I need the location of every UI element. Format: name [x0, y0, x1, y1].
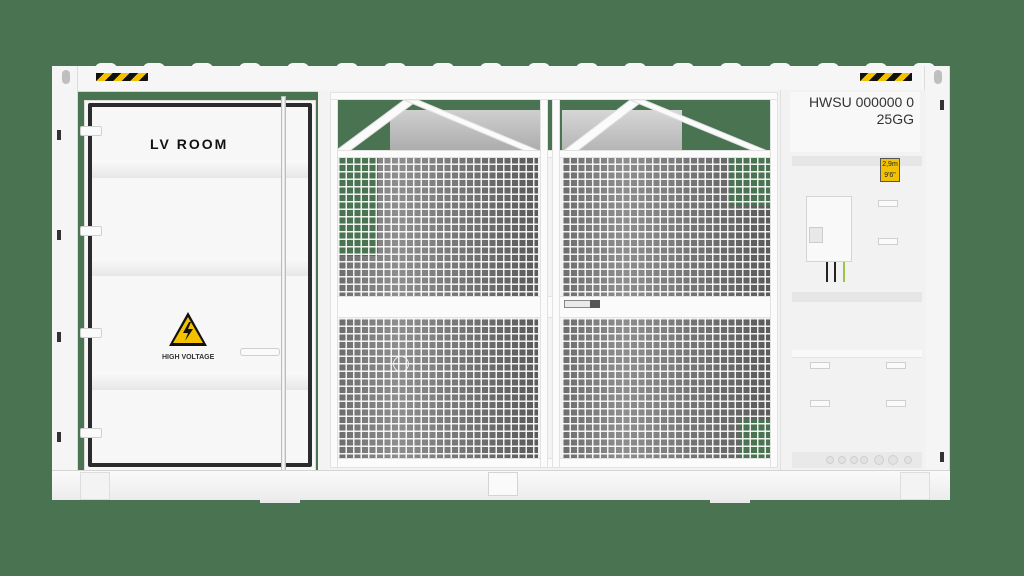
base-bracket [80, 472, 110, 500]
inspection-port [393, 356, 409, 372]
right-side-panel [780, 90, 926, 472]
post-slot [940, 100, 944, 110]
post-slot [57, 230, 61, 240]
gate-head-rail [330, 92, 778, 100]
control-box [806, 196, 852, 262]
post-slot [57, 432, 61, 442]
high-voltage-label: HIGH VOLTAGE [162, 354, 215, 361]
gate-left-stile [330, 92, 338, 468]
door-handle[interactable] [240, 348, 280, 356]
door-corrugation [92, 258, 308, 276]
cable-earth [843, 262, 845, 282]
cable-gland [888, 455, 898, 465]
mounting-bracket [878, 200, 898, 207]
mounting-bracket [886, 400, 906, 407]
cable-black [826, 262, 828, 282]
base-bracket [900, 472, 930, 500]
panel-corrugation [792, 156, 922, 166]
door-corrugation [92, 160, 308, 178]
post-slot [57, 130, 61, 140]
panel-corrugation [792, 350, 922, 358]
door-hinge [80, 226, 102, 236]
corner-post-left [52, 66, 78, 500]
base-foot [260, 500, 300, 503]
corner-casting-hole [934, 70, 942, 84]
hazard-stripe-right [860, 73, 912, 81]
door-hinge [80, 126, 102, 136]
height-badge-metric: 2,9m [882, 161, 898, 168]
gate-padlock-hasp[interactable] [590, 300, 600, 308]
cable-gland [874, 455, 884, 465]
height-warning-badge: 2,9m 9'6" [880, 158, 900, 182]
base-foot [710, 500, 750, 503]
door-locking-rod[interactable] [281, 96, 286, 472]
cable-gland [838, 456, 846, 464]
cable-gland [826, 456, 834, 464]
high-voltage-icon [167, 310, 209, 348]
gate-mesh [562, 318, 770, 458]
container-id-line1: HWSU 000000 0 [808, 94, 914, 110]
corner-casting-hole [62, 70, 70, 84]
cable-gland [904, 456, 912, 464]
mounting-bracket [886, 362, 906, 369]
door-corrugation [92, 372, 308, 390]
hazard-stripe-left [96, 73, 148, 81]
post-slot [940, 452, 944, 462]
panel-corrugation [792, 292, 922, 302]
gate-mesh [338, 318, 538, 458]
cable-gland [850, 456, 858, 464]
gate-mesh [338, 156, 538, 296]
mounting-bracket [810, 400, 830, 407]
control-box-display [809, 227, 823, 243]
mounting-bracket [878, 238, 898, 245]
door-hinge [80, 428, 102, 438]
id-plate-area [790, 92, 920, 152]
gate-center-stile [552, 92, 560, 468]
gate-mesh [562, 156, 770, 296]
container-top-rail [52, 66, 950, 92]
door-seal [88, 103, 312, 467]
cable-gland [860, 456, 868, 464]
corner-post-right [924, 66, 950, 500]
door-hinge [80, 328, 102, 338]
gate-center-stile [540, 92, 548, 468]
post-slot [57, 332, 61, 342]
gate-right-stile [770, 92, 778, 468]
lv-room-label: LV ROOM [150, 136, 229, 152]
mounting-bracket [810, 362, 830, 369]
container-id-line2: 25GG [876, 111, 914, 127]
forklift-pocket-plate [488, 472, 518, 496]
height-badge-imperial: 9'6" [884, 172, 896, 179]
cable-black [834, 262, 836, 282]
